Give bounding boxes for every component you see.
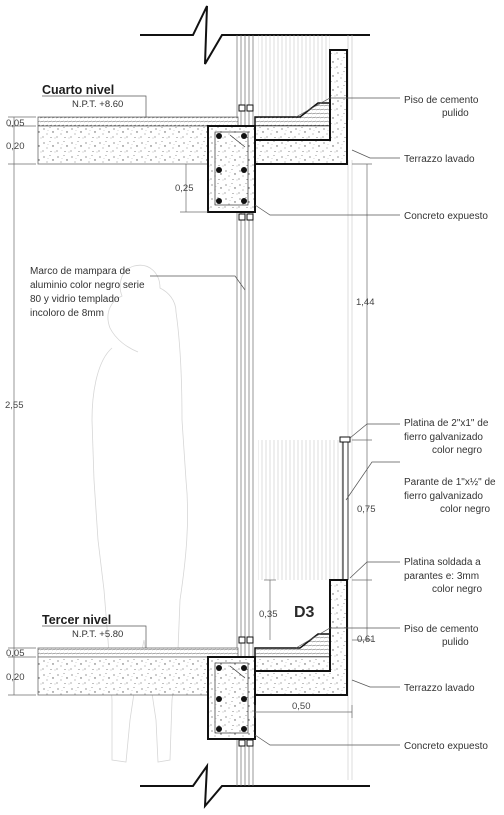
label-parante-3: color negro bbox=[440, 504, 490, 515]
label-parante-1: Parante de 1"x½" de bbox=[404, 477, 496, 488]
dim-144: 1,44 bbox=[356, 297, 375, 308]
label-platina-top-1: Platina de 2"x1" de bbox=[404, 418, 489, 429]
dim-005-upper: 0,05 bbox=[6, 118, 25, 129]
level-lower-name: Tercer nivel bbox=[42, 613, 111, 627]
lower-slab bbox=[37, 579, 348, 740]
dim-050: 0,50 bbox=[292, 701, 311, 712]
label-terrazzo-lower: Terrazzo lavado bbox=[404, 683, 475, 694]
railing-lower bbox=[258, 440, 344, 580]
label-floor-lower-1: Piso de cemento bbox=[404, 624, 479, 635]
dim-025: 0,25 bbox=[175, 183, 194, 194]
label-platina-base-2: parantes e: 3mm bbox=[404, 571, 479, 582]
label-frame-1: Marco de mampara de bbox=[30, 266, 131, 277]
platina-top-icon bbox=[339, 436, 351, 443]
label-concrete-lower: Concreto expuesto bbox=[404, 741, 488, 752]
human-silhouette-icon bbox=[91, 264, 189, 763]
label-concrete-upper: Concreto expuesto bbox=[404, 211, 488, 222]
break-line-top bbox=[140, 5, 370, 65]
dim-035: 0,35 bbox=[259, 609, 278, 620]
label-platina-base-1: Platina soldada a bbox=[404, 557, 481, 568]
break-line-bottom bbox=[140, 762, 370, 809]
dim-020-upper: 0,20 bbox=[6, 141, 25, 152]
label-parante-2: fierro galvanizado bbox=[404, 491, 483, 502]
dim-020-lower: 0,20 bbox=[6, 672, 25, 683]
dim-005-lower: 0,05 bbox=[6, 648, 25, 659]
level-upper-npt: N.P.T. +8.60 bbox=[72, 99, 123, 110]
label-frame-3: 80 y vidrio templado bbox=[30, 294, 120, 305]
level-lower-npt: N.P.T. +5.80 bbox=[72, 629, 123, 640]
dim-061: 0,61 bbox=[357, 634, 376, 645]
dim-075: 0,75 bbox=[357, 504, 376, 515]
label-platina-top-2: fierro galvanizado bbox=[404, 432, 483, 443]
label-platina-base-3: color negro bbox=[432, 584, 482, 595]
label-floor-lower-2: pulido bbox=[442, 637, 469, 648]
label-floor-upper-1: Piso de cemento bbox=[404, 95, 479, 106]
label-platina-top-3: color negro bbox=[432, 445, 482, 456]
level-upper-name: Cuarto nivel bbox=[42, 83, 114, 97]
label-frame-4: incoloro de 8mm bbox=[30, 308, 104, 319]
dim-255: 2,55 bbox=[5, 400, 24, 411]
detail-tag: D3 bbox=[294, 604, 315, 621]
label-floor-upper-2: pulido bbox=[442, 108, 469, 119]
label-terrazzo-upper: Terrazzo lavado bbox=[404, 154, 475, 165]
label-frame-2: aluminio color negro serie bbox=[30, 280, 145, 291]
right-dimension-chain bbox=[352, 163, 372, 641]
left-dimension-chain bbox=[8, 116, 36, 696]
